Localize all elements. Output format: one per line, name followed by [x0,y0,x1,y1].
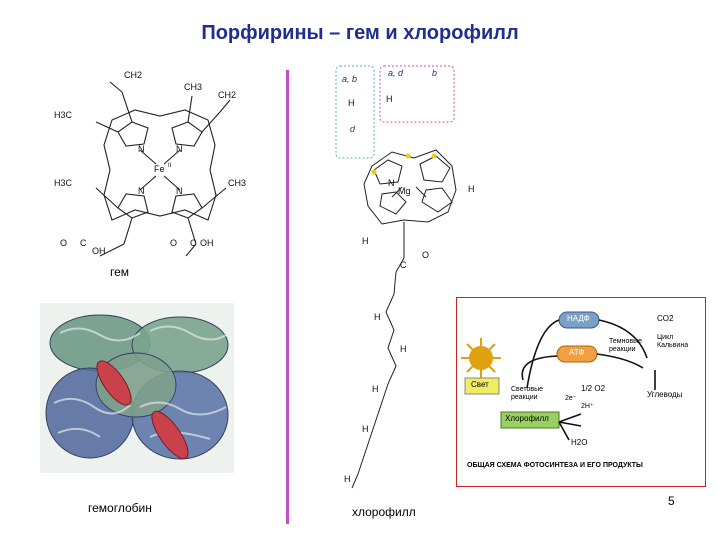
chlorophyll-h: H [362,424,369,434]
nadph-label: НАДФ [567,314,590,323]
heme-h3c-left: H3C [54,110,73,120]
chlorophyll-structure: a, b d a, d b Mg N O C H H H H H H H H H [335,65,475,489]
chlorophyll-label-b: b [432,68,437,78]
sun-icon [461,338,501,378]
heme-ch2-top: CH2 [124,70,142,80]
slide-title: Порфирины – гем и хлорофилл [201,22,519,44]
heme-oh-left: OH [92,246,106,256]
chlorophyll-label-ad: a, d [388,68,404,78]
chlorophyll-h: H [348,98,355,108]
protons-label: 2H⁺ [581,403,594,410]
chlorophyll-h: H [400,344,407,354]
hemoglobin-image [40,303,234,473]
chlorophyll-h: H [374,312,381,322]
heme-fe-oxidation: II [168,163,172,169]
heme-c-right: C [190,238,197,248]
photosynthesis-scheme: НАДФ АТФ CO2 Темновые реакции Цикл Кальв… [456,297,706,487]
chlorophyll-h: H [468,184,475,194]
chlorophyll-h: H [386,94,393,104]
chlorophyll-caption: хлорофилл [352,505,416,519]
heme-oh-right: OH [200,238,214,248]
heme-structure: CH2 CH3 CH2 H3C H3C CH3 N N N N Fe II O … [54,70,246,257]
hemoglobin-caption: гемоглобин [88,501,152,515]
heme-n4: N [176,186,183,196]
page-number: 5 [668,494,675,508]
oxygen-label: 1/2 O2 [581,384,606,393]
heme-fe: Fe [154,164,165,174]
chlorophyll-box-ab [335,65,375,159]
chlorophyll-box-label: Хлорофилл [505,414,549,423]
chlorophyll-mg: Mg [398,186,411,196]
chlorophyll-label-ab: a, b [342,74,357,84]
heme-n2: N [176,144,183,154]
heme-c-left: C [80,238,87,248]
heme-caption: гем [110,265,130,279]
co2-label: CO2 [657,314,674,323]
chlorophyll-n: N [388,178,395,188]
calvin-cycle-label: Цикл Кальвина [657,334,689,349]
chlorophyll-h: H [362,236,369,246]
heme-ch3-right: CH3 [228,178,246,188]
chlorophyll-o: O [422,250,429,260]
light-label: Свет [471,380,489,389]
heme-ch3-top: CH3 [184,82,202,92]
heme-ch2-right: CH2 [218,90,236,100]
carbohydrates-label: Углеводы [647,390,683,399]
heme-o-left: O [60,238,67,248]
chlorophyll-h: H [344,474,351,484]
atp-label: АТФ [569,348,585,357]
photosynthesis-caption: ОБЩАЯ СХЕМА ФОТОСИНТЕЗА И ЕГО ПРОДУКТЫ [467,462,643,469]
light-reactions-label: Световые реакции [511,386,544,401]
chlorophyll-h: H [372,384,379,394]
heme-n3: N [138,186,145,196]
heme-o-right: O [170,238,177,248]
dark-reactions-label: Темновые реакции [609,338,642,353]
chlorophyll-box-ad [379,65,455,123]
chlorophyll-c: C [400,260,407,270]
vertical-divider [286,70,289,524]
electrons-label: 2e⁻ [565,395,577,402]
heme-n1: N [138,144,145,154]
chlorophyll-label-d: d [350,124,356,134]
water-label: H2O [571,438,588,447]
heme-h3c-left2: H3C [54,178,73,188]
